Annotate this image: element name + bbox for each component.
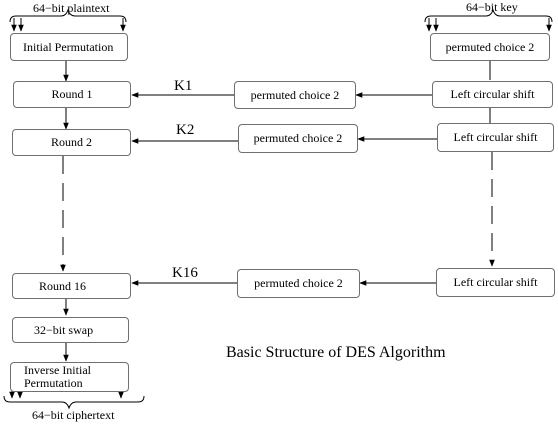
shift-1-box: Left circular shift bbox=[432, 81, 553, 108]
inverse-permutation-line2: Permutation bbox=[24, 376, 83, 390]
round-2-label: Round 2 bbox=[50, 135, 92, 149]
permuted-choice-16-label: permuted choice 2 bbox=[254, 276, 343, 290]
subkey-k2-label: K2 bbox=[176, 122, 195, 138]
round-1-box: Round 1 bbox=[13, 81, 131, 108]
shift-2-box: Left circular shift bbox=[437, 123, 554, 152]
initial-permutation-box: Initial Permutation bbox=[10, 33, 128, 61]
permuted-choice-16-box: permuted choice 2 bbox=[237, 269, 360, 298]
permuted-choice-1-box: permuted choice 2 bbox=[234, 81, 356, 109]
swap-label: 32−bit swap bbox=[34, 322, 94, 337]
top-permuted-choice-label: permuted choice 2 bbox=[445, 39, 535, 54]
shift-16-box: Left circular shift bbox=[436, 268, 555, 297]
permuted-choice-1-label: permuted choice 2 bbox=[250, 87, 340, 102]
diagram-caption: Basic Structure of DES Algorithm bbox=[226, 344, 446, 361]
subkey-k1-label: K1 bbox=[174, 78, 193, 94]
ciphertext-label: 64−bit ciphertext bbox=[32, 408, 115, 422]
shift-1-label: Left circular shift bbox=[450, 87, 535, 101]
inverse-permutation-box: Inverse Initial Permutation bbox=[10, 362, 129, 392]
round-16-label: Round 16 bbox=[39, 278, 87, 293]
ciphertext-brace bbox=[3, 395, 145, 410]
shift-16-label: Left circular shift bbox=[453, 275, 538, 289]
permuted-choice-2-box: permuted choice 2 bbox=[238, 124, 358, 153]
round-1-label: Round 1 bbox=[51, 87, 93, 101]
plaintext-label: 64−bit plaintext bbox=[33, 1, 110, 15]
shift-2-label: Left circular shift bbox=[453, 130, 538, 144]
permuted-choice-2-label: permuted choice 2 bbox=[253, 131, 343, 145]
inverse-permutation-line1: Inverse Initial bbox=[24, 363, 91, 377]
key-brace bbox=[424, 8, 553, 23]
initial-permutation-label: Initial Permutation bbox=[23, 39, 114, 54]
round-16-box: Round 16 bbox=[12, 273, 131, 299]
swap-box: 32−bit swap bbox=[12, 317, 129, 343]
subkey-k16-label: K16 bbox=[172, 265, 198, 281]
top-permuted-choice-box: permuted choice 2 bbox=[430, 33, 550, 61]
key-label: 64−bit key bbox=[466, 0, 518, 14]
round-2-box: Round 2 bbox=[12, 129, 131, 156]
plaintext-brace bbox=[9, 8, 127, 23]
